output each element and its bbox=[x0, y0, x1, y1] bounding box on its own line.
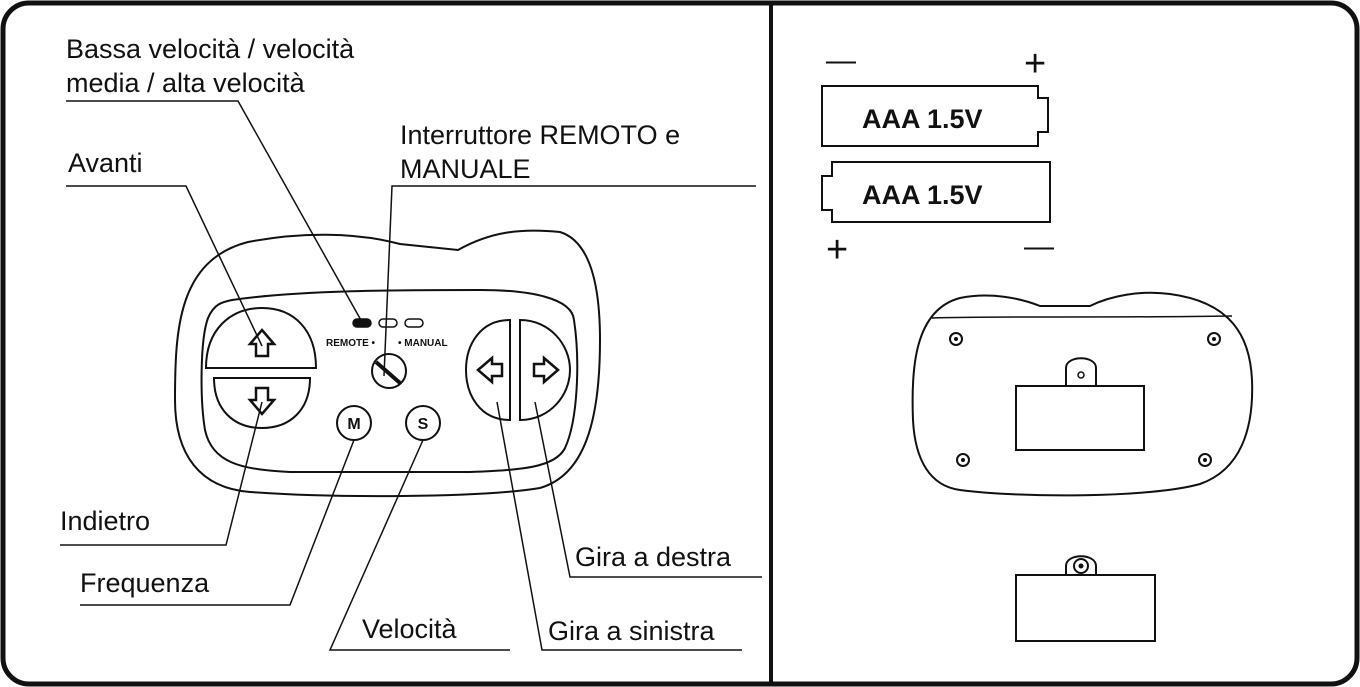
screw-bottom-right-center bbox=[1203, 458, 1207, 462]
turn-left-leader bbox=[496, 401, 742, 651]
screw-top-left-center bbox=[954, 337, 958, 341]
left-arrow-icon bbox=[476, 355, 504, 385]
remote-back bbox=[911, 291, 1254, 497]
speed-button-label: S bbox=[418, 416, 429, 433]
battery-1: — + AAA 1.5V bbox=[821, 43, 1049, 147]
battery-2-body bbox=[821, 161, 1051, 223]
battery-2-negative-sign: — bbox=[1024, 230, 1054, 263]
battery-2-positive-sign: + bbox=[826, 229, 848, 271]
backward-leader bbox=[60, 401, 263, 546]
frequency-button-label: M bbox=[347, 416, 360, 433]
up-arrow-icon bbox=[247, 328, 277, 358]
turn-left-label: Gira a sinistra bbox=[548, 616, 716, 646]
battery-1-body bbox=[821, 85, 1049, 147]
battery-1-positive-sign: + bbox=[1024, 43, 1046, 85]
battery-cover-plate[interactable] bbox=[1015, 574, 1156, 642]
battery-cover-screw-center bbox=[1078, 563, 1084, 569]
right-arrow-icon bbox=[532, 355, 560, 385]
screw-top-right-center bbox=[1212, 337, 1216, 341]
led-indicator-low bbox=[352, 318, 372, 328]
screw-bottom-left-center bbox=[961, 458, 965, 462]
mode-switch-label-line1: Interruttore REMOTO e bbox=[400, 120, 680, 150]
mode-switch-label-line2: MANUALE bbox=[400, 154, 531, 184]
speed-label: Velocità bbox=[362, 614, 458, 644]
battery-1-negative-sign: — bbox=[826, 44, 856, 77]
frequency-leader bbox=[80, 439, 355, 606]
battery-2-label: AAA 1.5V bbox=[862, 180, 983, 210]
battery-compartment[interactable] bbox=[1015, 385, 1145, 451]
forward-label: Avanti bbox=[68, 148, 143, 178]
led-indicator-high bbox=[404, 318, 424, 328]
mode-switch-leader bbox=[383, 185, 756, 377]
speed-leds-leader bbox=[66, 100, 363, 323]
down-arrow-icon bbox=[247, 386, 277, 416]
turn-right-label: Gira a destra bbox=[575, 542, 732, 572]
battery-cover bbox=[1015, 555, 1156, 642]
turn-right-leader bbox=[534, 401, 762, 578]
forward-leader bbox=[66, 185, 263, 347]
backward-label: Indietro bbox=[60, 506, 150, 536]
manual-mode-label: • MANUAL bbox=[398, 338, 448, 349]
frequency-label: Frequenza bbox=[80, 568, 210, 598]
speed-leader bbox=[328, 439, 510, 651]
battery-2: AAA 1.5V + — bbox=[821, 161, 1054, 271]
battery-cover-screw-hole bbox=[1077, 371, 1085, 379]
mode-switch-slot bbox=[374, 360, 402, 385]
remote-back-top-contour bbox=[931, 315, 1233, 319]
speed-levels-label-line1: Bassa velocità / velocità bbox=[66, 34, 355, 64]
battery-1-label: AAA 1.5V bbox=[862, 104, 983, 134]
led-indicator-mid bbox=[378, 318, 398, 328]
remote-front: REMOTE • • MANUAL M S bbox=[173, 229, 602, 498]
remote-mode-label: REMOTE • bbox=[326, 338, 376, 349]
speed-levels-label-line2: media / alta velocità bbox=[66, 68, 306, 98]
